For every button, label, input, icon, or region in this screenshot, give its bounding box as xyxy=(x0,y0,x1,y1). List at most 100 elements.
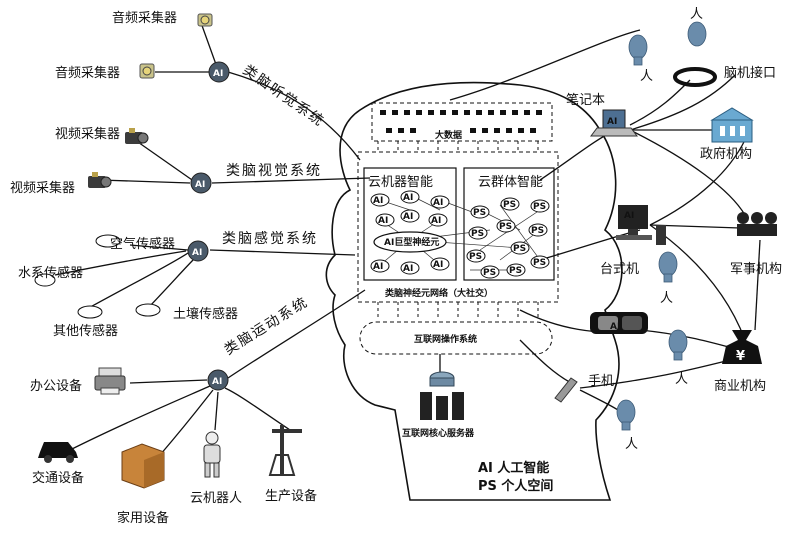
ai-node-label: AI xyxy=(433,260,443,270)
person-label: 人 xyxy=(625,437,638,452)
mic-icon-1 xyxy=(197,13,213,27)
desktop-icon xyxy=(616,205,666,245)
military-icon xyxy=(737,212,777,236)
phone-icon xyxy=(554,377,578,403)
desktop-screen-ai: AI xyxy=(624,211,634,221)
motor-ai-hub-label: AI xyxy=(212,377,222,387)
ps-node-label: PS xyxy=(499,222,512,232)
laptop-label: 笔记本 xyxy=(566,92,605,108)
cloud-machine-box xyxy=(363,167,457,281)
box-icon xyxy=(121,443,165,489)
ai-nodes: AI AI AI AI AI AI AI AI AI xyxy=(370,190,450,275)
phone-label: 手机 xyxy=(588,374,614,389)
person-label: 人 xyxy=(640,69,653,84)
person-icon xyxy=(658,251,678,283)
giant-neuron-node xyxy=(373,231,447,253)
legend-ai: AI 人工智能 xyxy=(478,460,549,476)
cloud-machine-label: 云机器智能 xyxy=(368,175,433,190)
camera-icon-2 xyxy=(88,172,112,188)
robot-icon xyxy=(203,431,221,478)
ps-node-label: PS xyxy=(471,229,484,239)
server-icon xyxy=(420,392,464,420)
water-sensor-label: 水系传感器 xyxy=(18,265,83,281)
office-device-label: 办公设备 xyxy=(30,378,82,394)
network-label: 类脑神经元网络（大社交） xyxy=(385,287,493,299)
signal-dashes xyxy=(377,141,539,320)
person-label: 人 xyxy=(660,291,673,306)
laptop-icon xyxy=(590,109,638,137)
government-label: 政府机构 xyxy=(700,147,752,162)
internet-os-box xyxy=(359,321,553,355)
ps-node-label: PS xyxy=(469,252,482,262)
oil-pump-icon xyxy=(268,425,302,476)
ps-nodes: PS PS PS PS PS PS PS PS PS PS PS xyxy=(466,197,550,279)
vr-screen-ai: AI xyxy=(610,322,620,332)
big-data-label: 大数据 xyxy=(435,129,462,141)
person-icon xyxy=(628,34,648,66)
vision-ai-hub xyxy=(190,172,212,194)
giant-neuron-label: AI巨型神经元 xyxy=(384,236,439,248)
ps-node-label: PS xyxy=(513,244,526,254)
hearing-system-label: 类脑听觉系统 xyxy=(240,62,328,130)
person-label: 人 xyxy=(675,372,688,387)
air-sensor-node xyxy=(95,234,121,248)
bci-label: 脑机接口 xyxy=(724,65,776,81)
ps-node-label: PS xyxy=(533,258,546,268)
connections-right xyxy=(449,29,761,416)
sensing-system-label: 类脑感觉系统 xyxy=(222,230,318,247)
sensing-ai-hub xyxy=(187,240,209,262)
head-outline xyxy=(325,81,623,501)
ps-node-label: PS xyxy=(533,202,546,212)
internet-os-label: 互联网操作系统 xyxy=(414,333,477,345)
desktop-label: 台式机 xyxy=(600,262,639,277)
video-collector-label-2: 视频采集器 xyxy=(10,180,75,196)
ps-node-label: PS xyxy=(473,208,486,218)
ps-node-label: PS xyxy=(483,268,496,278)
laptop-screen-ai: AI xyxy=(607,117,617,127)
video-collector-label-1: 视频采集器 xyxy=(55,126,120,142)
big-data-blocks xyxy=(380,110,542,133)
audio-collector-label-2: 音频采集器 xyxy=(55,65,120,81)
military-label: 军事机构 xyxy=(730,262,782,277)
motor-ai-hub xyxy=(207,369,229,391)
ps-node-label: PS xyxy=(503,200,516,210)
soil-sensor-node xyxy=(135,303,161,317)
air-sensor-label: 空气传感器 xyxy=(110,236,175,252)
water-sensor-node xyxy=(34,273,56,287)
other-sensor-node xyxy=(77,305,103,319)
hearing-ai-hub-label: AI xyxy=(213,69,223,79)
big-data-box xyxy=(371,102,553,142)
ai-node-label: AI xyxy=(433,198,443,208)
vision-ai-hub-label: AI xyxy=(195,180,205,190)
camera-icon-1 xyxy=(125,128,149,144)
audio-collector-label-1: 音频采集器 xyxy=(112,10,177,26)
cloud-group-box xyxy=(463,167,555,281)
ai-node-label: AI xyxy=(431,216,441,226)
money-bag-icon: ¥ xyxy=(722,330,762,364)
ai-node-label: AI xyxy=(403,212,413,222)
motor-system-label: 类脑运动系统 xyxy=(222,294,312,358)
sensing-ai-hub-label: AI xyxy=(192,248,202,258)
ai-node-label: AI xyxy=(403,264,413,274)
car-icon xyxy=(38,442,78,463)
connections-left xyxy=(54,19,371,456)
vr-glasses-icon xyxy=(590,312,648,334)
mic-icon-2 xyxy=(139,63,155,79)
transport-device-label: 交通设备 xyxy=(32,470,84,486)
bci-icon xyxy=(673,67,717,87)
home-device-label: 家用设备 xyxy=(117,510,169,526)
legend-ps: PS 个人空间 xyxy=(478,478,553,494)
vision-system-label: 类脑视觉系统 xyxy=(226,163,322,179)
person-icon xyxy=(616,399,636,431)
core-server-label: 互联网核心服务器 xyxy=(402,427,475,439)
ai-node-label: AI xyxy=(373,196,383,206)
ai-node-label: AI xyxy=(378,216,388,226)
other-sensor-label: 其他传感器 xyxy=(53,323,118,339)
business-label: 商业机构 xyxy=(714,379,766,394)
hearing-ai-hub xyxy=(208,61,230,83)
soil-sensor-label: 土壤传感器 xyxy=(173,306,238,322)
printer-icon xyxy=(94,367,126,395)
ps-node-label: PS xyxy=(509,266,522,276)
router-icon xyxy=(429,371,455,387)
